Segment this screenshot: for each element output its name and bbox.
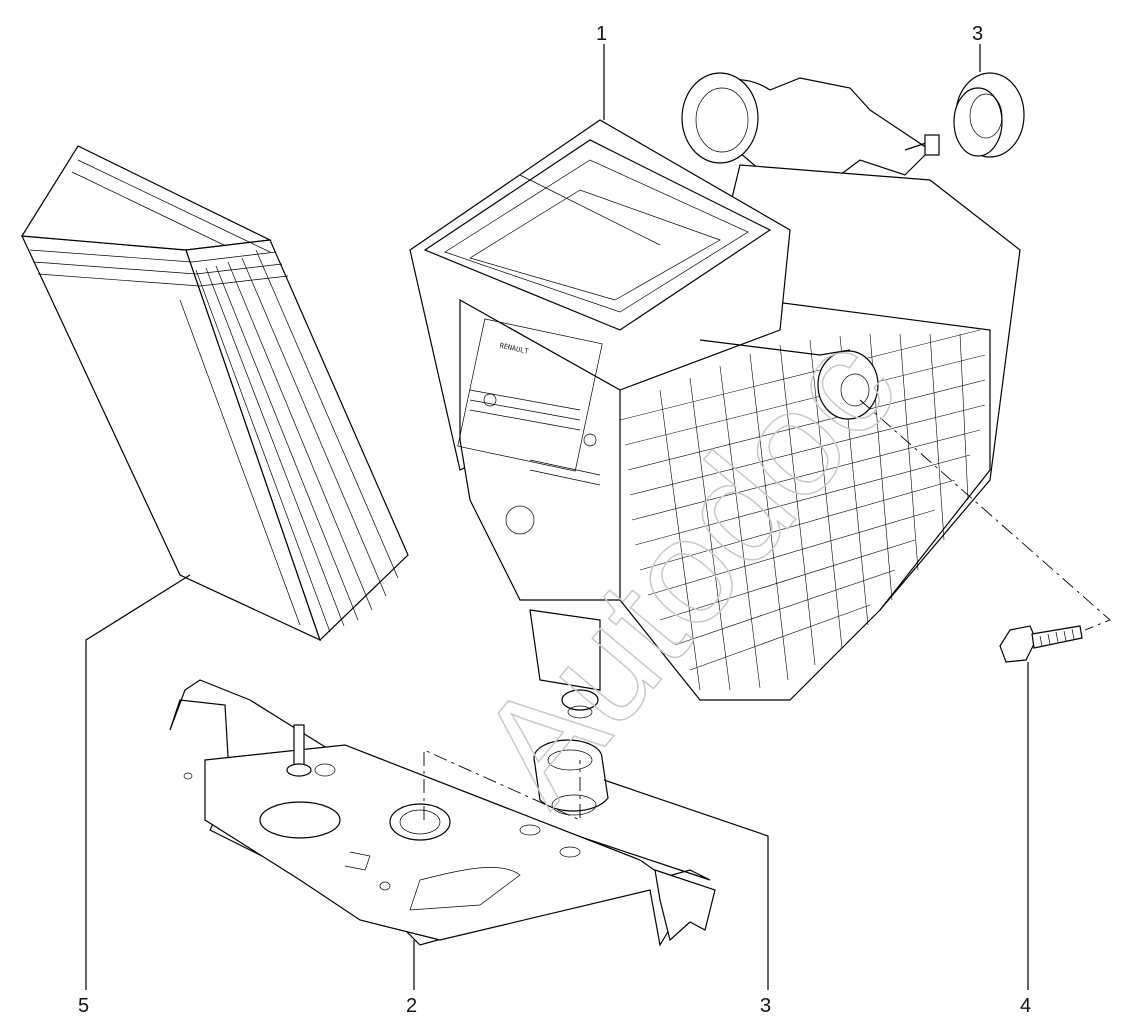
callout-2: 2 [406,995,417,1017]
grommet-lower [533,739,609,816]
air-cleaner-housing: RENAULT [409,72,1021,719]
housing-ribbed-grid [619,329,986,691]
callout-3-top: 3 [972,23,983,45]
mounting-bolt [999,625,1083,663]
callout-labels: 1 3 5 2 3 4 [78,23,1031,1017]
leader-lines [85,44,1111,990]
callout-3-bottom: 3 [760,995,771,1017]
mounting-bracket [169,679,716,947]
callout-4: 4 [1020,995,1031,1017]
callout-5: 5 [78,995,89,1017]
air-filter-element [20,145,409,642]
grommet-upper [953,72,1025,158]
callout-1: 1 [596,23,607,45]
